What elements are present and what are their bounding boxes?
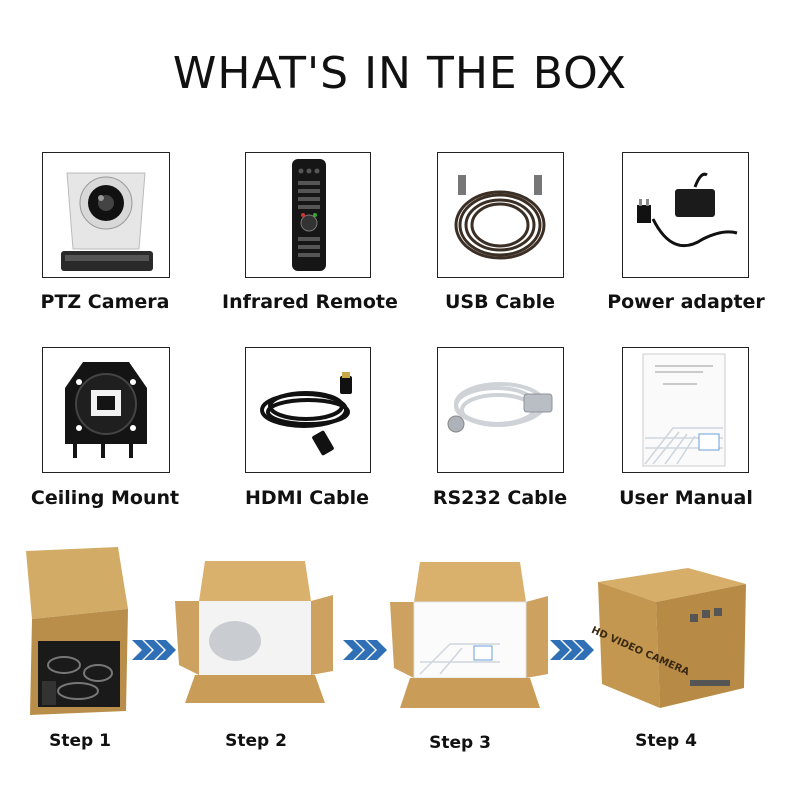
remote-control-image: [245, 152, 371, 278]
ptz-camera-image: [42, 152, 170, 278]
step-4-closed-box-image: [598, 568, 746, 708]
chevron-right-icon: [132, 640, 176, 660]
item-label-ceiling-mount: Ceiling Mount: [30, 487, 180, 509]
step-4-label: Step 4: [635, 731, 697, 751]
item-label-ptz-camera: PTZ Camera: [40, 291, 170, 313]
page-title: WHAT'S IN THE BOX: [172, 48, 628, 99]
step-1-label: Step 1: [49, 731, 111, 751]
item-label-user-manual: User Manual: [619, 487, 753, 509]
step-2-label: Step 2: [225, 731, 287, 751]
chevron-right-icon: [550, 640, 594, 660]
step-1-open-box-image: [26, 547, 128, 715]
item-label-usb-cable: USB Cable: [445, 291, 555, 313]
power-adapter-image: [622, 152, 749, 278]
item-label-infrared-remote: Infrared Remote: [222, 291, 398, 313]
step-3-open-box-image: [390, 562, 548, 708]
chevron-right-icon: [343, 640, 387, 660]
user-manual-image: [622, 347, 749, 473]
hdmi-cable-image: [245, 347, 371, 473]
step-2-open-box-image: [175, 561, 333, 703]
usb-cable-image: [437, 152, 564, 278]
item-label-power-adapter: Power adapter: [607, 291, 765, 313]
ceiling-mount-image: [42, 347, 170, 473]
step-3-label: Step 3: [429, 733, 491, 753]
rs232-cable-image: [437, 347, 564, 473]
item-label-rs232-cable: RS232 Cable: [432, 487, 568, 509]
item-label-hdmi-cable: HDMI Cable: [244, 487, 370, 509]
